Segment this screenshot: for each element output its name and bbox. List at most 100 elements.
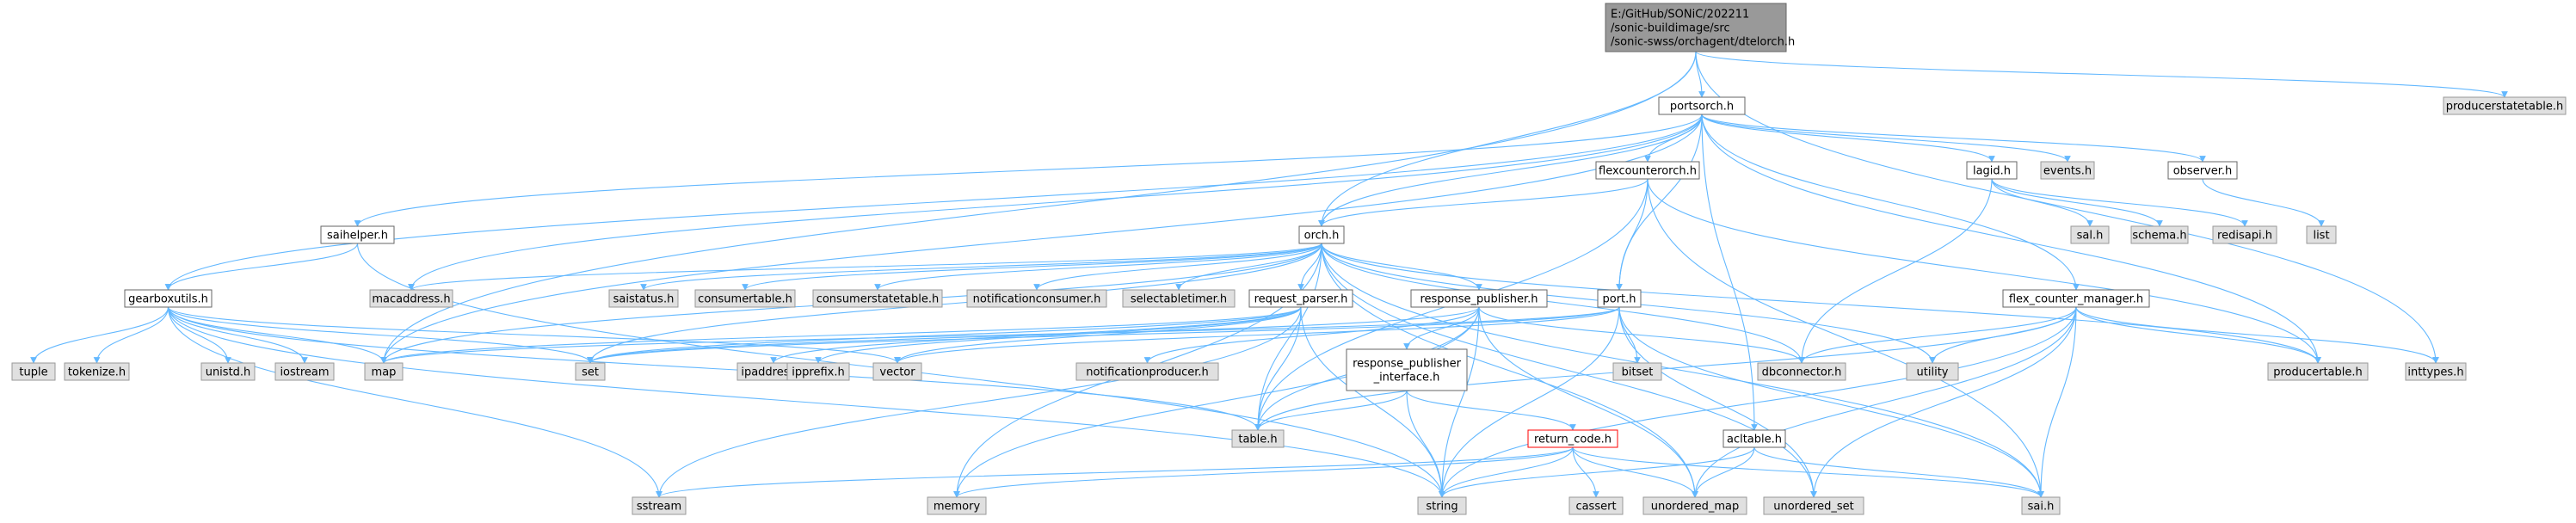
node-label-producertable: producertable.h bbox=[2273, 366, 2363, 379]
edge-response_publisher-to-notificationproducer bbox=[1143, 306, 1480, 364]
edge-portsorch-to-macaddress bbox=[408, 114, 1703, 291]
node-unistd: unistd.h bbox=[200, 362, 256, 381]
edge-flexcounterorch-to-orch bbox=[1318, 178, 1649, 227]
edge-root-to-map bbox=[380, 51, 1697, 364]
node-box-acltable bbox=[1722, 429, 1786, 448]
node-inttypes: inttypes.h bbox=[2405, 362, 2467, 381]
edge-root-to-inttypes bbox=[1695, 51, 2439, 364]
edge-response_publisher-to-memory bbox=[953, 306, 1480, 498]
edge-return_code-to-sstream bbox=[656, 446, 1574, 498]
edge-lagid-to-dbconnector bbox=[1798, 178, 1993, 364]
node-label-sal: sal.h bbox=[2077, 230, 2104, 243]
node-unordered_set: unordered_set bbox=[1763, 496, 1864, 515]
edge-orch-to-sai bbox=[1321, 243, 2044, 498]
node-acltable[interactable]: acltable.h bbox=[1722, 429, 1786, 448]
node-tuple: tuple bbox=[11, 362, 56, 381]
edge-orch-to-producertable bbox=[1321, 243, 2321, 364]
node-schema: schema.h bbox=[2130, 225, 2189, 244]
edge-observer-to-list bbox=[2202, 178, 2325, 227]
node-saihelper[interactable]: saihelper.h bbox=[320, 225, 395, 244]
node-producerstatetable: producerstatetable.h bbox=[2443, 96, 2567, 115]
edge-request_parser-to-sstream bbox=[656, 306, 1302, 498]
edge-portsorch-to-gearboxutils bbox=[164, 114, 1703, 291]
edge-root-to-orch bbox=[1318, 51, 1697, 227]
node-consumerstatetable: consumerstatetable.h bbox=[812, 289, 943, 308]
node-label-tokenize: tokenize.h bbox=[68, 366, 126, 379]
node-flex_counter_manager[interactable]: flex_counter_manager.h bbox=[2002, 289, 2150, 308]
edge-flex_counter_manager-to-sai bbox=[2037, 306, 2077, 498]
node-box-map bbox=[364, 362, 404, 381]
node-box-response_publisher bbox=[1410, 289, 1548, 308]
node-box-saihelper bbox=[320, 225, 395, 244]
node-box-sstream bbox=[632, 496, 687, 515]
node-box-schema bbox=[2130, 225, 2189, 244]
edge-return_code-to-string bbox=[1439, 446, 1574, 498]
node-box-observer bbox=[2167, 161, 2238, 180]
node-box-portsorch bbox=[1658, 96, 1746, 115]
node-iostream: iostream bbox=[274, 362, 335, 381]
edge-request_parser-to-table bbox=[1254, 306, 1302, 431]
edge-acltable-to-sai bbox=[1753, 446, 2044, 498]
node-box-table bbox=[1231, 429, 1285, 448]
node-label-producerstatetable: producerstatetable.h bbox=[2446, 101, 2563, 114]
edge-gearboxutils-to-set bbox=[167, 306, 594, 364]
node-box-orch bbox=[1298, 225, 1345, 244]
edge-port-to-bitset bbox=[1618, 306, 1641, 364]
edge-orch-to-consumerstatetable bbox=[874, 243, 1322, 291]
node-box-consumerstatetable bbox=[812, 289, 943, 308]
node-flexcounterorch[interactable]: flexcounterorch.h bbox=[1595, 161, 1700, 180]
node-portsorch[interactable]: portsorch.h bbox=[1658, 96, 1746, 115]
node-box-producerstatetable bbox=[2443, 96, 2567, 115]
edge-gearboxutils-to-table bbox=[167, 306, 1261, 431]
edge-orch-to-set bbox=[587, 243, 1322, 364]
node-consumertable: consumertable.h bbox=[694, 289, 796, 308]
node-label-consumertable: consumertable.h bbox=[698, 293, 792, 306]
node-request_parser[interactable]: request_parser.h bbox=[1248, 289, 1353, 308]
node-notificationproducer: notificationproducer.h bbox=[1075, 362, 1219, 381]
node-box-return_code bbox=[1527, 429, 1618, 448]
node-label-flexcounterorch: flexcounterorch.h bbox=[1599, 165, 1697, 178]
node-label-notificationproducer: notificationproducer.h bbox=[1086, 366, 1209, 379]
edge-flexcounterorch-to-port bbox=[1616, 178, 1649, 291]
node-label-sai: sai.h bbox=[2028, 501, 2055, 514]
node-label-saistatus: saistatus.h bbox=[613, 293, 675, 306]
node-box-lagid bbox=[1966, 161, 2018, 180]
edge-flex_counter_manager-to-dbconnector bbox=[1798, 306, 2077, 364]
edge-request_parser-to-string bbox=[1300, 306, 1445, 498]
node-tokenize: tokenize.h bbox=[64, 362, 130, 381]
node-root[interactable]: E:/GitHub/SONiC/202211/sonic-buildimage/… bbox=[1605, 3, 1795, 52]
node-label-root: /sonic-swss/orchagent/dtelorch.h bbox=[1611, 36, 1795, 49]
node-label-root: E:/GitHub/SONiC/202211 bbox=[1611, 9, 1749, 22]
node-label-inttypes: inttypes.h bbox=[2407, 366, 2463, 379]
node-lagid[interactable]: lagid.h bbox=[1966, 161, 2018, 180]
node-unordered_map: unordered_map bbox=[1642, 496, 1747, 515]
node-box-unordered_map bbox=[1642, 496, 1747, 515]
node-box-response_publisher_interface bbox=[1346, 348, 1468, 391]
node-label-utility: utility bbox=[1917, 366, 1949, 379]
node-box-saistatus bbox=[608, 289, 679, 308]
edge-response_publisher-to-response_publisher_interface bbox=[1403, 306, 1480, 350]
node-observer[interactable]: observer.h bbox=[2167, 161, 2238, 180]
node-label-request_parser: request_parser.h bbox=[1254, 293, 1348, 306]
edge-response_publisher-to-unordered_map bbox=[1478, 306, 1698, 498]
node-utility: utility bbox=[1906, 362, 1959, 381]
node-port[interactable]: port.h bbox=[1597, 289, 1642, 308]
node-label-unistd: unistd.h bbox=[206, 366, 251, 379]
node-return_code[interactable]: return_code.h bbox=[1527, 429, 1618, 448]
edge-lagid-to-sal bbox=[1991, 178, 2093, 227]
edge-request_parser-to-ipprefix bbox=[815, 306, 1302, 364]
edge-flexcounterorch-to-producertable bbox=[1647, 178, 2321, 364]
node-response_publisher_interface[interactable]: response_publisher_interface.h bbox=[1346, 348, 1468, 391]
edge-orch-to-macaddress bbox=[408, 243, 1322, 291]
node-orch[interactable]: orch.h bbox=[1298, 225, 1345, 244]
edge-orch-to-notificationconsumer bbox=[1033, 243, 1322, 291]
node-response_publisher[interactable]: response_publisher.h bbox=[1410, 289, 1548, 308]
node-box-list bbox=[2306, 225, 2337, 244]
node-label-schema: schema.h bbox=[2132, 230, 2186, 243]
edge-portsorch-to-orch bbox=[1318, 114, 1703, 227]
node-events: events.h bbox=[2040, 161, 2095, 180]
node-gearboxutils[interactable]: gearboxutils.h bbox=[124, 289, 213, 308]
node-label-response_publisher: response_publisher.h bbox=[1420, 293, 1538, 306]
edge-flex_counter_manager-to-table bbox=[1254, 306, 2077, 431]
